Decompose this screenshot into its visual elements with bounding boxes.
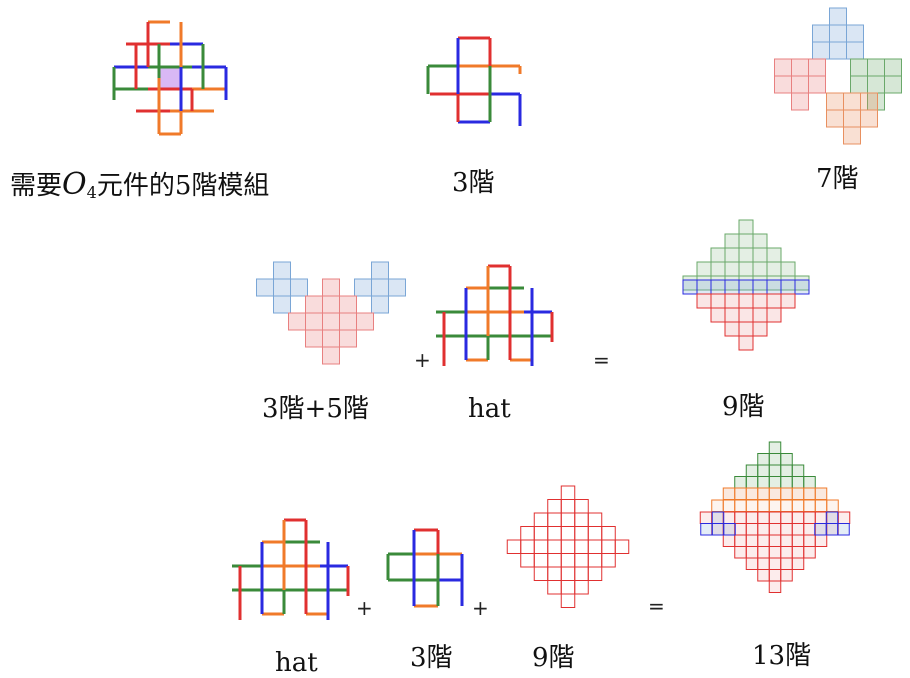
order3-module-diagram-b — [386, 528, 464, 608]
o4-subscript: 4 — [86, 183, 97, 202]
hat-label-b: hat — [275, 648, 318, 678]
order13-module-diagram — [699, 441, 851, 593]
order3-plus-order5-diagram — [256, 261, 406, 365]
plus-sign-3: + — [472, 596, 489, 620]
plus-sign-2: + — [356, 596, 373, 620]
equals-sign-1: = — [593, 348, 610, 372]
order7-module-diagram — [774, 7, 902, 145]
five-module-suffix: 元件的5階模組 — [96, 171, 270, 201]
order3-plus-5-label: 3階+5階 — [262, 394, 369, 424]
hat-module-diagram-a — [436, 264, 554, 366]
plus-sign-1: + — [414, 348, 431, 372]
order9-module-diagram-b — [506, 485, 630, 608]
five-module-prefix: 需要 — [10, 171, 63, 201]
order9-label-a: 9階 — [722, 392, 765, 422]
order3-module-diagram-a — [426, 36, 522, 126]
order13-label: 13階 — [752, 641, 812, 671]
order3-label-b: 3階 — [410, 643, 453, 673]
equals-sign-2: = — [648, 594, 665, 618]
five-order-module-label: 需要O4元件的5階模組 — [10, 170, 269, 201]
order9-module-diagram-a — [682, 219, 810, 351]
hat-module-diagram-b — [232, 518, 350, 620]
five-order-module-diagram — [112, 20, 228, 136]
o4-symbol: O — [62, 167, 87, 202]
order7-label: 7階 — [816, 164, 859, 194]
hat-label-a: hat — [468, 394, 511, 424]
order3-label-a: 3階 — [452, 168, 495, 198]
order9-label-b: 9階 — [532, 643, 575, 673]
